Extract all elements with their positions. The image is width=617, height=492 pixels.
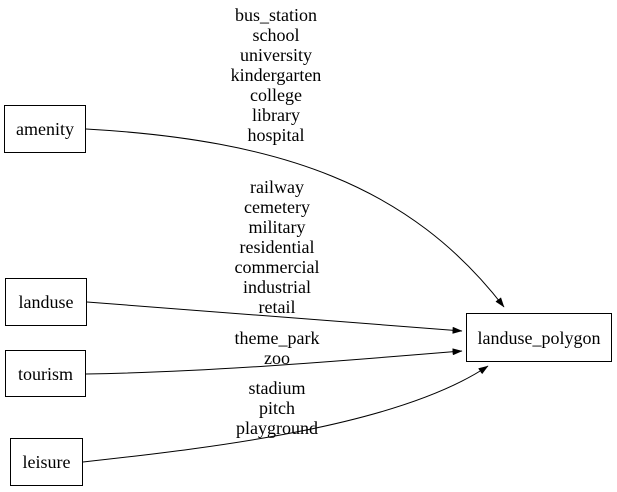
- edge-landuse-to-landuse-polygon: [86, 301, 463, 334]
- edge-label-leisure-values: stadium pitch playground: [236, 378, 318, 438]
- node-leisure: leisure: [10, 438, 83, 486]
- edge-label-landuse-values: railway cemetery military residential co…: [234, 177, 320, 317]
- node-landuse: landuse: [5, 278, 87, 326]
- edge-leisure-to-landuse-polygon: [82, 365, 489, 463]
- node-landuse-polygon: landuse_polygon: [466, 313, 612, 362]
- node-tourism: tourism: [5, 350, 86, 397]
- edge-amenity-to-landuse-polygon: [85, 128, 505, 308]
- edge-label-amenity-values: bus_station school university kindergart…: [230, 5, 322, 145]
- edge-tourism-to-landuse-polygon: [85, 348, 463, 375]
- edge-label-tourism-values: theme_park zoo: [234, 328, 320, 368]
- node-amenity: amenity: [4, 105, 86, 153]
